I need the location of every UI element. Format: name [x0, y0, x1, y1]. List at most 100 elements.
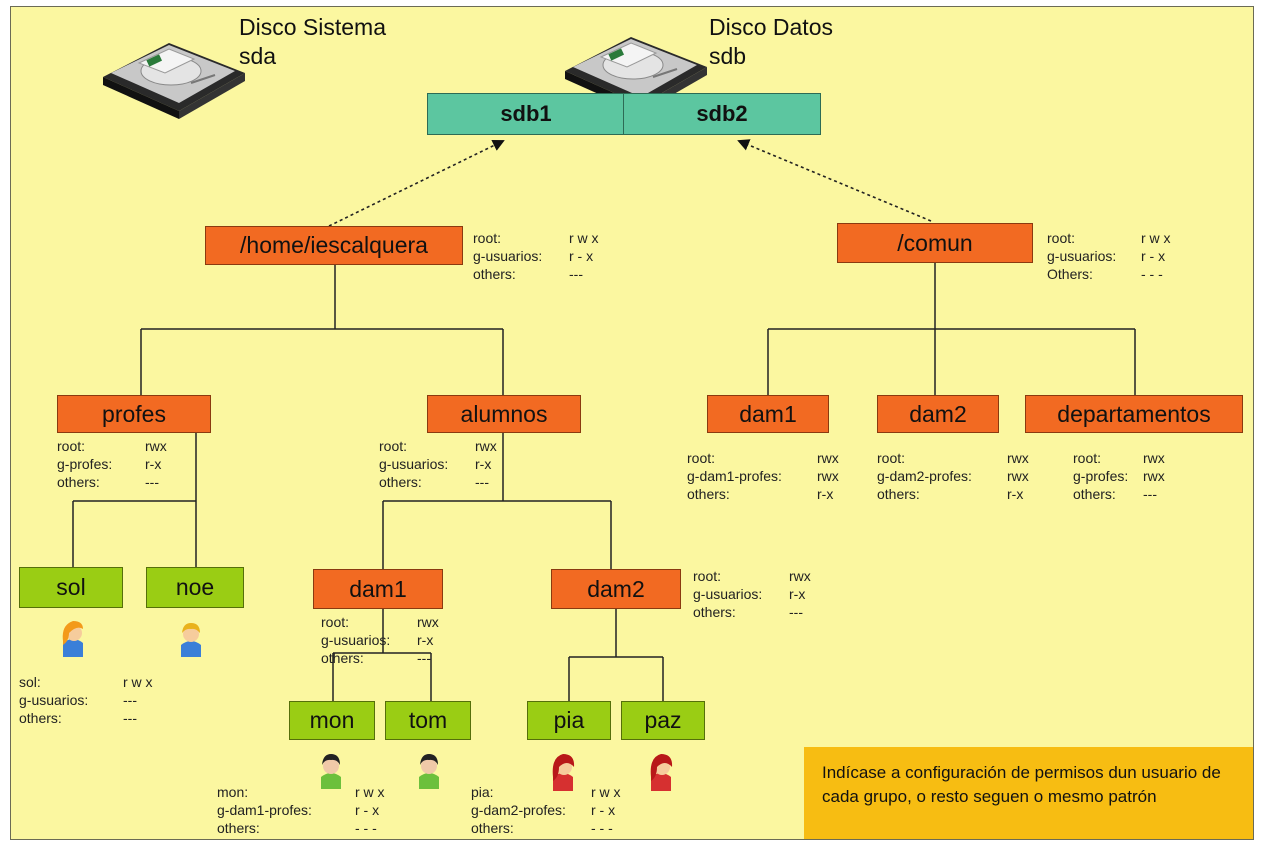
perm-mode: rwx: [817, 468, 839, 484]
folder-home: /home/iescalquera: [205, 226, 463, 265]
user-avatar-icon: [181, 623, 201, 657]
perm-subject: g-usuarios:: [321, 632, 391, 648]
partition-sdb1: sdb1: [427, 93, 625, 135]
perm-row: g-profes:rwx: [1073, 467, 1213, 485]
perm-row: others: ---: [473, 265, 633, 283]
user-avatar-icon: [321, 754, 341, 789]
perm-subject: g-usuarios:: [379, 456, 449, 472]
perm-mode: r w x: [591, 784, 621, 800]
perm-row: root:rwx: [877, 449, 1047, 467]
perm-mode: ---: [475, 474, 489, 490]
user-avatar-icon: [552, 754, 575, 791]
edge-comun-children: [767, 263, 1136, 395]
perm-mode: ---: [123, 692, 137, 708]
perm-mode: ---: [569, 266, 583, 282]
folder-comun-dam2: dam2: [877, 395, 999, 433]
perm-subject: g-dam1-profes:: [217, 802, 312, 818]
user-avatar-icon: [419, 754, 439, 789]
perm-row: g-dam1-profes:r - x: [217, 801, 397, 819]
perm-mode: ---: [1143, 486, 1157, 502]
perm-mode: - - -: [355, 820, 377, 836]
folder-alumnos-dam2: dam2: [551, 569, 681, 609]
perm-mode: rwx: [1007, 450, 1029, 466]
perm-mode: rwx: [1143, 450, 1165, 466]
perm-mode: ---: [417, 650, 431, 666]
perm-row: others: - - -: [217, 819, 397, 837]
perm-subject: Others:: [1047, 266, 1093, 282]
perm-mode: rwx: [145, 438, 167, 454]
perm-mode: r w x: [123, 674, 153, 690]
perm-subject: others:: [57, 474, 100, 490]
edge-dam1-children: [332, 609, 432, 701]
perm-row: others: ---: [379, 473, 519, 491]
perm-subject: others:: [471, 820, 514, 836]
perm-mode: ---: [789, 604, 803, 620]
perm-mode: r-x: [1007, 486, 1024, 502]
perm-mode: - - -: [591, 820, 613, 836]
perm-subject: g-usuarios:: [693, 586, 763, 602]
perm-subject: g-usuarios:: [1047, 248, 1117, 264]
perm-row: pia:r w x: [471, 783, 651, 801]
perm-subject: g-dam2-profes:: [471, 802, 566, 818]
perm-mode: ---: [123, 710, 137, 726]
perm-subject: root:: [693, 568, 722, 584]
perm-row: root: rwx: [57, 437, 207, 455]
perm-row: root:rwx: [687, 449, 857, 467]
perm-row: others: ---: [19, 709, 179, 727]
perm-row: Others:- - -: [1047, 265, 1207, 283]
perm-subject: root:: [379, 438, 408, 454]
edge-home-children: [140, 265, 504, 395]
user-sol: sol: [19, 567, 123, 608]
perm-row: root:rwx: [379, 437, 519, 455]
folder-comun-dam1: dam1: [707, 395, 829, 433]
disk-sistema-name: Disco Sistema: [239, 14, 386, 40]
perm-row: root:r w x: [473, 229, 633, 247]
perm-row: g-usuarios:r-x: [321, 631, 461, 649]
perm-mode: rwx: [1143, 468, 1165, 484]
user-noe: noe: [146, 567, 244, 608]
perm-row: root:rwx: [1073, 449, 1213, 467]
perm-row: sol:r w x: [19, 673, 179, 691]
user-avatar-icon: [62, 621, 83, 657]
perm-subject: g-profes:: [57, 456, 113, 472]
perm-subject: others:: [217, 820, 260, 836]
perm-row: root:rwx: [321, 613, 461, 631]
perm-mode: rwx: [1007, 468, 1029, 484]
perm-row: mon:r w x: [217, 783, 397, 801]
disk-sistema-device: sda: [239, 43, 277, 69]
perm-subject: others:: [473, 266, 516, 282]
perm-subject: root:: [321, 614, 350, 630]
perm-row: g-dam2-profes: rwx: [877, 467, 1047, 485]
user-mon: mon: [289, 701, 375, 740]
perm-row: others: - - -: [471, 819, 651, 837]
perm-subject: others:: [19, 710, 62, 726]
partition-sdb2: sdb2: [623, 93, 821, 135]
perm-subject: g-usuarios:: [19, 692, 89, 708]
perm-row: root:r w x: [1047, 229, 1207, 247]
perm-mode: r-x: [475, 456, 492, 472]
tree-connectors: [72, 139, 1136, 701]
perm-subject: g-usuarios:: [473, 248, 543, 264]
perm-mode: r - x: [569, 248, 594, 264]
perm-subject: others:: [379, 474, 422, 490]
folder-alumnos-dam1: dam1: [313, 569, 443, 609]
edge-alumnos-children: [382, 432, 612, 569]
perm-row: root:rwx: [693, 567, 843, 585]
perm-subject: others:: [321, 650, 364, 666]
perm-subject: root:: [473, 230, 502, 246]
perm-row: g-usuarios: ---: [19, 691, 179, 709]
perm-subject: root:: [57, 438, 86, 454]
user-tom: tom: [385, 701, 471, 740]
folder-comun: /comun: [837, 223, 1033, 263]
perm-row: g-usuarios: r - x: [473, 247, 633, 265]
perm-subject: g-dam2-profes:: [877, 468, 972, 484]
perm-mode: rwx: [817, 450, 839, 466]
user-paz: paz: [621, 701, 705, 740]
